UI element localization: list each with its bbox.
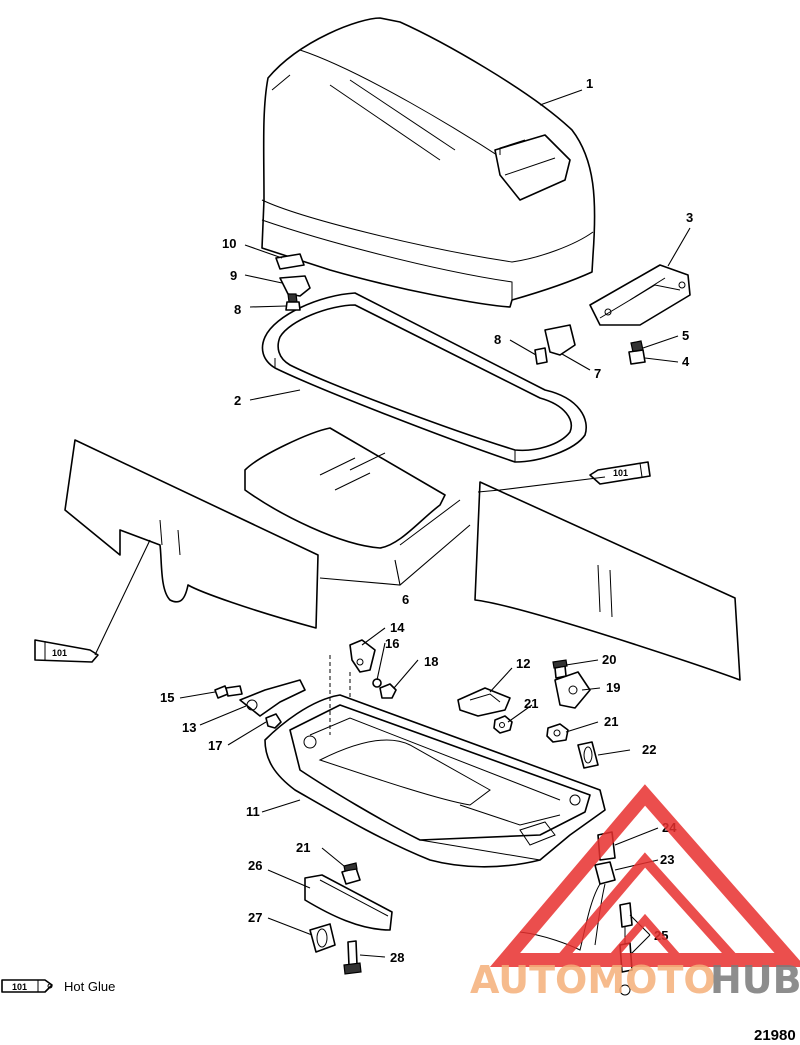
callout-18: 18 [424,654,438,669]
watermark-brand-light: AUTOMOTO [470,958,716,1002]
callout-2: 2 [234,393,241,408]
watermark-brand-dark: HUB [710,958,800,1002]
callout-4: 4 [682,354,690,369]
callout-12: 12 [516,656,530,671]
tube-label-left: 101 [52,648,67,658]
rear-latch [589,264,691,326]
front-latch-parts [275,253,646,365]
cowl-seal-frame [261,292,587,463]
callout-21b: 21 [604,714,618,729]
callout-26: 26 [248,858,262,873]
callout-9: 9 [230,268,237,283]
callout-21a: 21 [524,696,538,711]
legend-tube-code: 101 [12,982,27,992]
lower-fasteners [457,659,599,769]
figure-number: 21980 [754,1027,796,1044]
callout-22: 22 [642,742,656,757]
hold-down-parts [304,862,393,975]
adhesive-tube-top: 101 [589,461,651,485]
insulation-panels [64,427,741,681]
callout-15: 15 [160,690,174,705]
callout-3: 3 [686,210,693,225]
callout-6: 6 [402,592,409,607]
callout-19: 19 [606,680,620,695]
top-cowl [261,17,596,308]
callout-16: 16 [385,636,399,651]
callout-13: 13 [182,720,196,735]
callout-14: 14 [390,620,405,635]
bottom-cowl [264,694,606,868]
tube-label-top: 101 [613,468,628,478]
callout-20: 20 [602,652,616,667]
callout-8a: 8 [234,302,241,317]
adhesive-tube-left: 101 [34,639,99,663]
callout-8b: 8 [494,332,501,347]
callout-27: 27 [248,910,262,925]
callout-23: 23 [660,852,674,867]
side-bracket-parts [214,639,397,735]
callout-28: 28 [390,950,404,965]
watermark-text: AUTOMOTO HUB [470,958,800,1002]
watermark-logo [489,784,800,967]
legend-label: Hot Glue [64,979,115,994]
callout-7: 7 [594,366,601,381]
callout-5: 5 [682,328,689,343]
callout-10: 10 [222,236,236,251]
callout-1: 1 [586,76,593,91]
callout-21c: 21 [296,840,310,855]
legend: 101 Hot Glue [1,979,115,994]
callout-17: 17 [208,738,222,753]
callout-11: 11 [246,804,260,819]
